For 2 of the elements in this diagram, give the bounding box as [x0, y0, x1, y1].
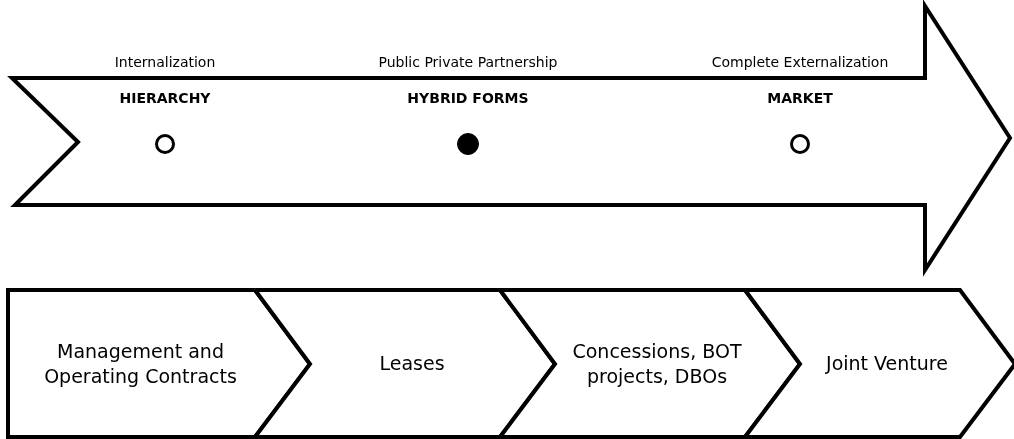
- step-label: Management and Operating Contracts: [43, 338, 238, 389]
- chevron-step: [8, 290, 310, 437]
